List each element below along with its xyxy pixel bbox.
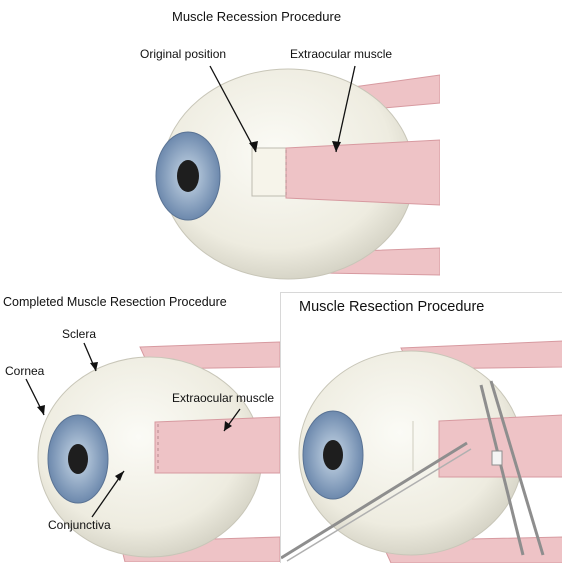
- completed-resection-panel: Completed Muscle Resection Procedure Scl…: [0, 287, 280, 562]
- recession-eye-illustration: [140, 0, 440, 287]
- recession-panel: Muscle Recession Procedure Original posi…: [140, 0, 440, 287]
- label-cornea: Cornea: [5, 364, 44, 378]
- panel-title: Completed Muscle Resection Procedure: [3, 295, 227, 309]
- label-original-position: Original position: [140, 47, 226, 61]
- resection-eye-illustration: [281, 293, 562, 563]
- completed-resection-eye-illustration: [0, 287, 280, 562]
- label-extraocular-muscle: Extraocular muscle: [290, 47, 392, 61]
- pupil: [323, 440, 343, 470]
- extraocular-muscle: [286, 140, 440, 205]
- resection-panel: Muscle Resection Procedure: [280, 292, 562, 563]
- panel-title: Muscle Resection Procedure: [299, 299, 484, 315]
- original-position-outline: [252, 148, 286, 196]
- clamp-jaw: [492, 451, 502, 465]
- pupil: [177, 160, 199, 192]
- label-sclera: Sclera: [62, 327, 96, 341]
- label-conjunctiva: Conjunctiva: [48, 518, 111, 532]
- label-extraocular-muscle: Extraocular muscle: [172, 391, 274, 405]
- panel-title: Muscle Recession Procedure: [172, 9, 341, 24]
- pupil: [68, 444, 88, 474]
- extraocular-muscle: [155, 417, 280, 473]
